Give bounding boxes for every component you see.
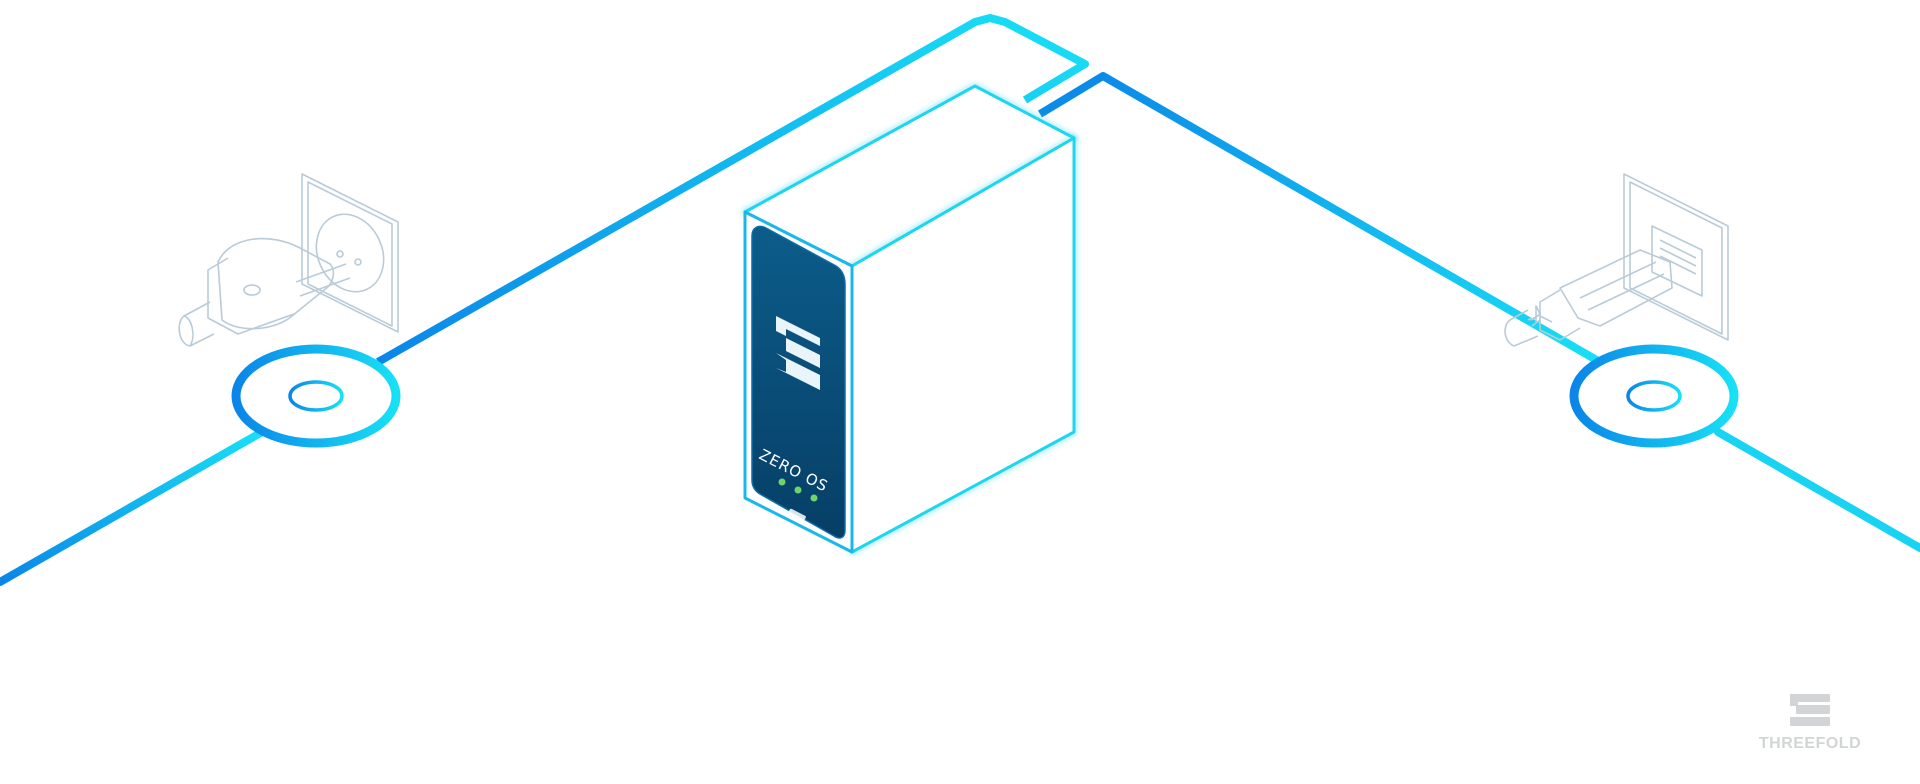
- power-socket-plug-icon: [178, 173, 399, 347]
- right-connection-ring: [1569, 344, 1739, 448]
- left-connection-ring: [231, 344, 401, 448]
- threefold-brand: THREEFOLD: [1759, 694, 1861, 752]
- status-led: [794, 486, 802, 494]
- threefold-brand-icon: [1790, 694, 1830, 726]
- left-cable: [0, 14, 1089, 586]
- threefold-logo-icon: [776, 316, 820, 390]
- status-led: [810, 494, 818, 502]
- device-front-panel: [751, 225, 846, 539]
- device-port: [788, 508, 806, 522]
- ethernet-plug-icon: [1504, 173, 1729, 347]
- zero-os-device: ZERO OS: [743, 84, 1076, 554]
- status-led: [778, 478, 786, 486]
- brand-wordmark: THREEFOLD: [1759, 735, 1861, 752]
- right-cable: [1037, 72, 1920, 552]
